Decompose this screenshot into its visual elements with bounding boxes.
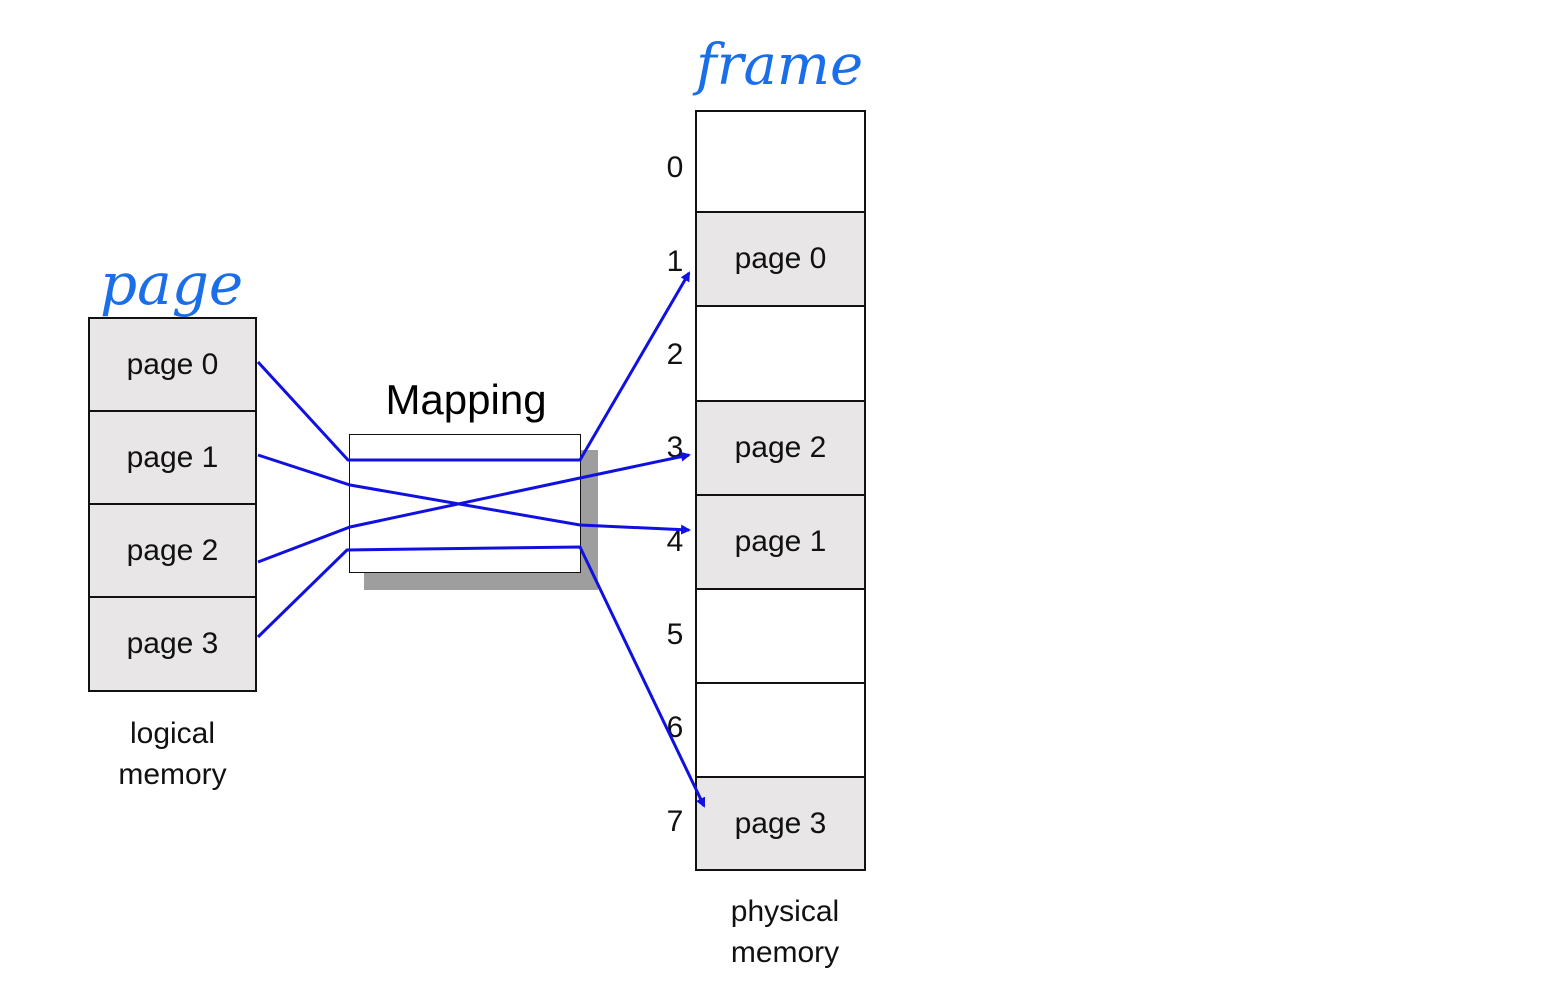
frame-number: 2 — [666, 338, 684, 371]
physical-frame-cell: page 0 — [697, 213, 864, 307]
frame-number: 6 — [666, 711, 684, 744]
arrow-page0-to-frame1 — [256, 271, 691, 462]
page-annotation: page — [100, 250, 244, 318]
frame-number: 5 — [666, 618, 684, 651]
logical-page-cell: page 3 — [90, 598, 255, 690]
frame-number: 0 — [666, 151, 684, 184]
logical-caption-line: memory — [118, 758, 227, 791]
logical-page-label: page 3 — [126, 627, 219, 660]
logical-page-cell: page 2 — [90, 505, 255, 598]
logical-page-label: page 0 — [126, 347, 219, 381]
logical-caption-line: logical — [129, 717, 216, 750]
physical-frame-cell — [697, 590, 864, 684]
physical-frame-cell — [697, 684, 864, 778]
physical-frame-cell — [697, 307, 864, 402]
logical-memory-caption: logical memory — [88, 713, 257, 795]
physical-caption-line: memory — [730, 936, 840, 969]
physical-frame-cell: page 2 — [697, 402, 864, 496]
mapping-box — [349, 434, 581, 573]
logical-memory-table: page 0 page 1 page 2 page 3 — [88, 317, 257, 692]
frame-number: 3 — [666, 431, 684, 464]
frame-content-label: page 2 — [734, 431, 827, 464]
logical-page-cell: page 0 — [90, 319, 255, 412]
physical-frame-cell: page 1 — [697, 496, 864, 590]
physical-memory-table: page 0 page 2 page 1 page 3 — [695, 110, 866, 871]
frame-annotation: frame — [696, 33, 864, 98]
physical-caption-line: physical — [730, 895, 840, 928]
frame-content-label: page 1 — [734, 525, 827, 558]
frame-content-label: page 3 — [734, 806, 827, 840]
physical-memory-caption: physical memory — [695, 891, 875, 973]
mapping-title: Mapping — [385, 376, 547, 423]
frame-content-label: page 0 — [734, 242, 827, 275]
physical-frame-cell: page 3 — [697, 778, 864, 869]
logical-page-label: page 1 — [126, 440, 219, 474]
frame-number: 1 — [666, 245, 684, 278]
physical-frame-cell — [697, 112, 864, 213]
frame-number: 7 — [666, 805, 684, 838]
frame-number: 4 — [666, 525, 684, 558]
logical-page-cell: page 1 — [90, 412, 255, 505]
logical-page-label: page 2 — [126, 533, 219, 567]
